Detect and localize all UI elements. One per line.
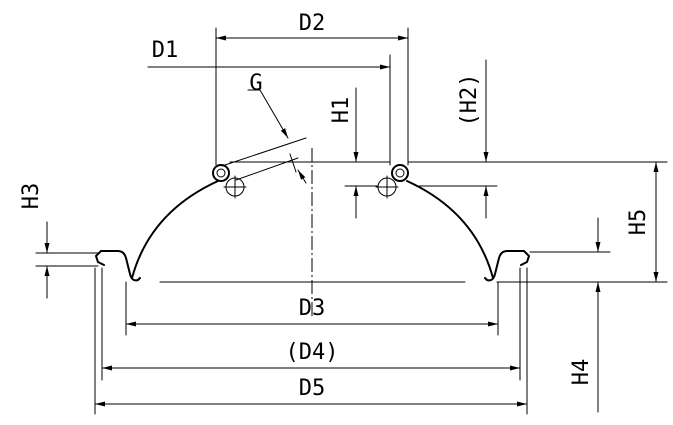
dimension-labels: D2 D1 G D3 (D4) D5 H1 (H2) H3 H4 H5 xyxy=(19,11,651,401)
right-curl-outer xyxy=(391,164,409,182)
label-h5: H5 xyxy=(626,209,651,236)
left-curl-inner xyxy=(216,168,226,178)
right-flange xyxy=(484,250,530,282)
dome-right-arc xyxy=(406,180,494,279)
label-h3: H3 xyxy=(19,183,44,210)
extension-lines xyxy=(35,27,668,415)
label-h4: H4 xyxy=(569,359,594,386)
g-leader-line xyxy=(247,89,289,139)
label-h1: H1 xyxy=(329,97,354,124)
label-d1: D1 xyxy=(152,38,179,63)
left-curl-outer xyxy=(212,164,230,182)
right-curl-inner xyxy=(395,168,405,178)
dome-left-arc xyxy=(131,180,219,279)
part-profile xyxy=(95,164,530,282)
label-d2: D2 xyxy=(299,11,326,36)
label-d5: D5 xyxy=(299,376,326,401)
label-d4: (D4) xyxy=(286,340,339,365)
label-g: G xyxy=(249,71,262,96)
label-h2: (H2) xyxy=(457,74,482,127)
left-flange xyxy=(95,250,141,282)
dimension-lines xyxy=(44,35,659,413)
label-d3: D3 xyxy=(299,296,326,321)
